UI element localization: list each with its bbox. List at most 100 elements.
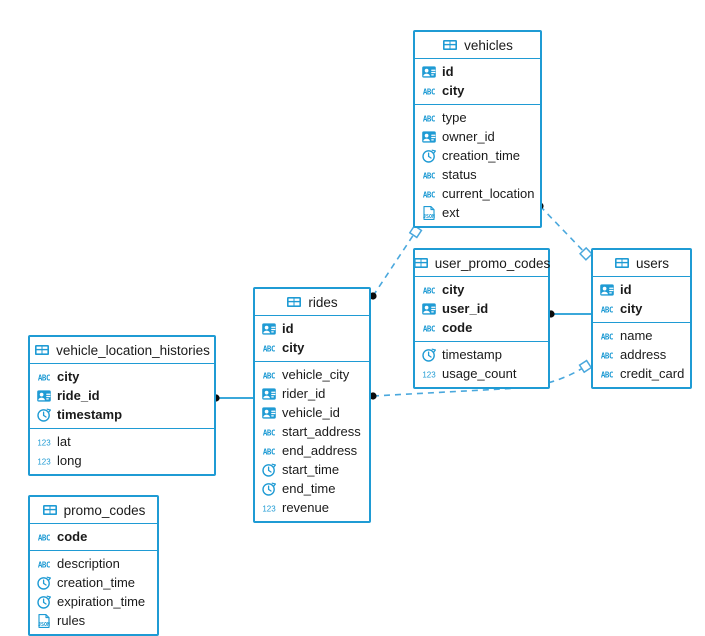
clock-icon xyxy=(37,408,51,422)
field-label: start_address xyxy=(282,424,361,439)
abc-icon: ABC xyxy=(601,305,614,314)
svg-text:ABC: ABC xyxy=(423,190,435,199)
field-label: timestamp xyxy=(57,407,123,422)
abc-icon: ABC xyxy=(263,447,276,456)
field-label: lat xyxy=(57,434,71,449)
edge-square-marker xyxy=(578,359,593,374)
entity-header-rides[interactable]: rides xyxy=(255,289,369,316)
field-label: credit_card xyxy=(620,366,685,381)
relationship-vehicle_location_histories-to-rides[interactable] xyxy=(212,394,253,402)
field-label: vehicle_id xyxy=(282,405,340,420)
field-start_address[interactable]: ABC start_address xyxy=(255,422,369,441)
clock-icon xyxy=(37,576,51,590)
field-id[interactable]: id xyxy=(593,280,690,299)
field-label: owner_id xyxy=(442,129,495,144)
field-vehicle_id[interactable]: vehicle_id xyxy=(255,403,369,422)
edge-line xyxy=(372,227,419,297)
svg-text:123: 123 xyxy=(37,438,51,447)
field-address[interactable]: ABC address xyxy=(593,345,690,364)
field-start_time[interactable]: start_time xyxy=(255,460,369,479)
clock-icon xyxy=(262,482,276,496)
entity-header-user_promo_codes[interactable]: user_promo_codes xyxy=(413,250,550,277)
key-id-icon xyxy=(422,302,436,315)
svg-text:ABC: ABC xyxy=(601,351,613,360)
abc-icon: ABC xyxy=(38,373,51,382)
field-label: end_time xyxy=(282,481,336,496)
abc-icon: ABC xyxy=(263,371,276,380)
svg-text:ABC: ABC xyxy=(423,87,435,96)
abc-icon: ABC xyxy=(38,560,51,569)
entity-header-vehicle_location_histories[interactable]: vehicle_location_histories xyxy=(30,337,214,364)
field-label: address xyxy=(620,347,667,362)
field-rider_id[interactable]: rider_id xyxy=(255,384,369,403)
svg-text:ABC: ABC xyxy=(38,560,50,569)
entity-header-vehicles[interactable]: vehicles xyxy=(415,32,540,59)
field-label: creation_time xyxy=(57,575,136,590)
field-ride_id[interactable]: ride_id xyxy=(30,386,214,405)
field-creation_time[interactable]: creation_time xyxy=(30,573,157,592)
field-label: long xyxy=(57,453,82,468)
number-icon: 123 xyxy=(422,370,436,379)
field-label: code xyxy=(57,529,88,544)
number-icon: 123 xyxy=(262,504,276,513)
field-timestamp[interactable]: timestamp xyxy=(30,405,214,424)
field-user_id[interactable]: user_id xyxy=(415,299,548,318)
svg-text:ABC: ABC xyxy=(263,371,275,380)
clock-icon xyxy=(422,348,436,362)
field-label: start_time xyxy=(282,462,340,477)
svg-text:ABC: ABC xyxy=(263,344,275,353)
field-label: rider_id xyxy=(282,386,326,401)
field-owner_id[interactable]: owner_id xyxy=(415,127,540,146)
field-timestamp[interactable]: timestamp xyxy=(415,345,548,364)
clock-icon xyxy=(422,149,436,163)
field-id[interactable]: id xyxy=(415,62,540,81)
field-city[interactable]: ABC city xyxy=(255,338,369,357)
field-expiration_time[interactable]: expiration_time xyxy=(30,592,157,611)
abc-icon: ABC xyxy=(263,344,276,353)
field-label: city xyxy=(282,340,305,355)
field-lat[interactable]: 123 lat xyxy=(30,432,214,451)
relationship-user_promo_codes-to-users[interactable] xyxy=(547,310,591,318)
svg-text:ABC: ABC xyxy=(263,447,275,456)
entity-header-promo_codes[interactable]: promo_codes xyxy=(30,497,157,524)
table-icon xyxy=(35,345,50,355)
field-id[interactable]: id xyxy=(255,319,369,338)
entity-header-users[interactable]: users xyxy=(593,250,690,277)
field-end_time[interactable]: end_time xyxy=(255,479,369,498)
abc-icon: ABC xyxy=(423,114,436,123)
field-creation_time[interactable]: creation_time xyxy=(415,146,540,165)
key-id-icon xyxy=(422,65,436,78)
abc-icon: ABC xyxy=(263,428,276,437)
field-label: creation_time xyxy=(442,148,521,163)
